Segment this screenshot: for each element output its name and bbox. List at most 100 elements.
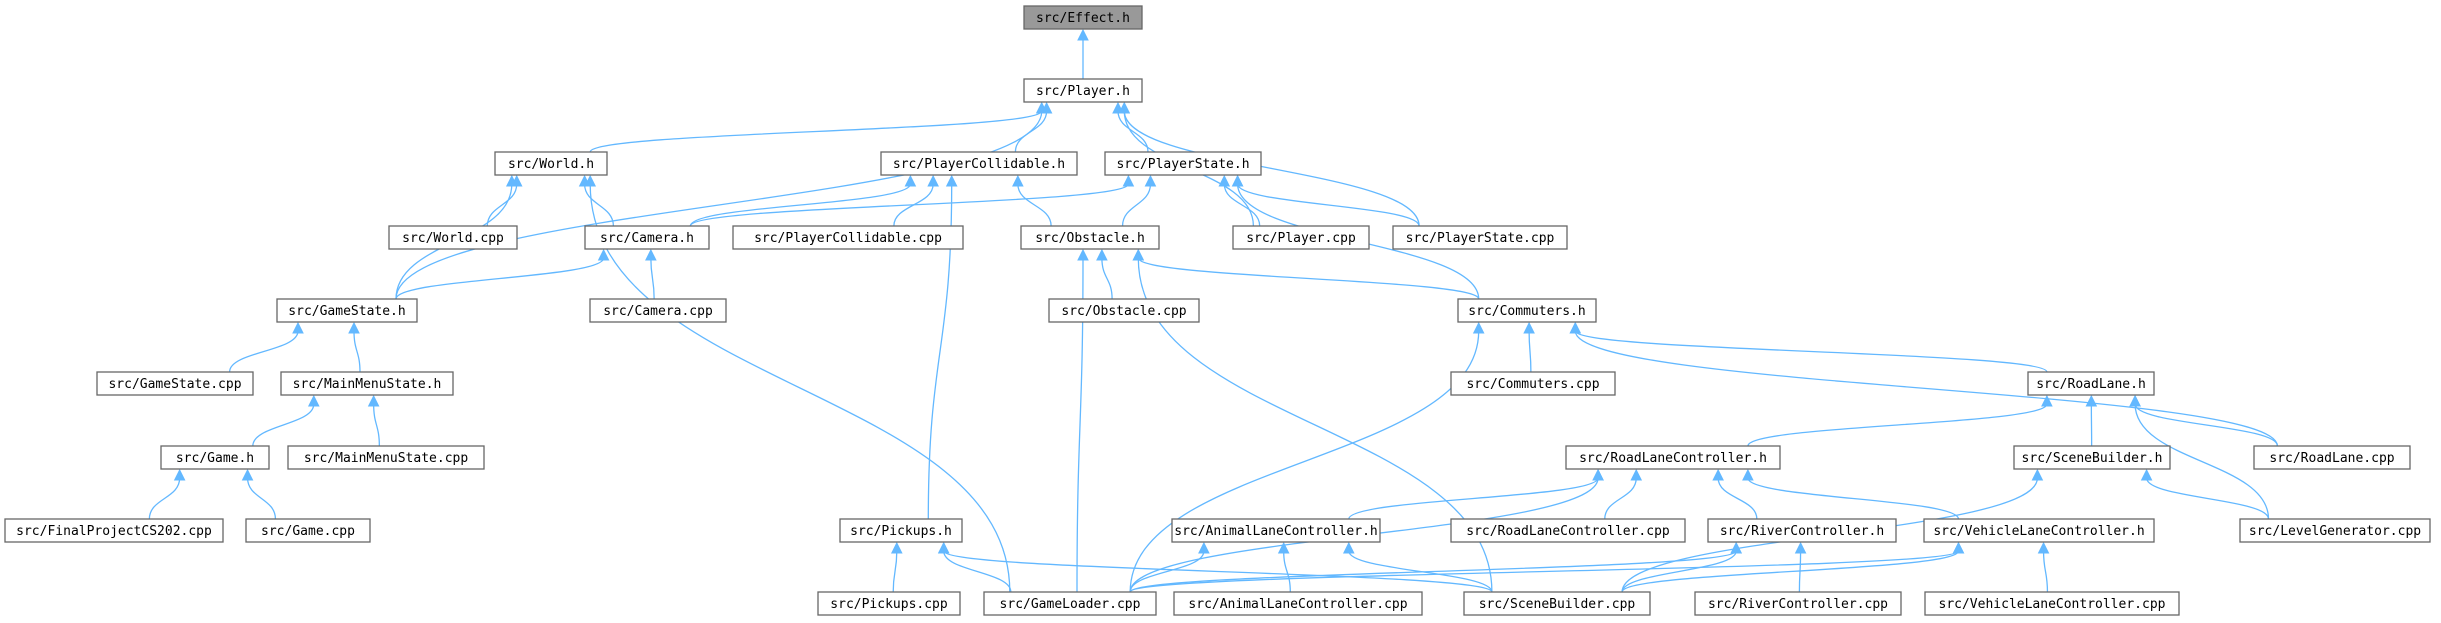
- node-box[interactable]: [1048, 298, 1200, 323]
- node-box[interactable]: [589, 298, 727, 323]
- graph-node-playerstate-h[interactable]: src/PlayerState.h: [1104, 151, 1262, 176]
- graph-node-mainmenustate-h[interactable]: src/MainMenuState.h: [280, 371, 454, 396]
- node-label: src/RiverController.h: [1720, 524, 1884, 539]
- node-box[interactable]: [1924, 591, 2180, 616]
- graph-node-commuters-cpp[interactable]: src/Commuters.cpp: [1450, 371, 1616, 396]
- node-box[interactable]: [1104, 151, 1262, 176]
- node-box[interactable]: [839, 518, 963, 543]
- node-box[interactable]: [1023, 5, 1143, 30]
- graph-node-scenebuilder-h[interactable]: src/SceneBuilder.h: [2013, 445, 2171, 470]
- node-box[interactable]: [287, 445, 485, 470]
- node-box[interactable]: [280, 371, 454, 396]
- node-box[interactable]: [96, 371, 254, 396]
- node-box[interactable]: [1450, 371, 1616, 396]
- edge-arrowhead: [2031, 468, 2044, 481]
- graph-node-pickups-h[interactable]: src/Pickups.h: [839, 518, 963, 543]
- edge-arrowhead: [1742, 468, 1754, 481]
- graph-node-obstacle-cpp[interactable]: src/Obstacle.cpp: [1048, 298, 1200, 323]
- graph-node-world-h[interactable]: src/World.h: [494, 151, 608, 176]
- graph-node-gameloader-cpp[interactable]: src/GameLoader.cpp: [983, 591, 1157, 616]
- graph-node-playerstate-cpp[interactable]: src/PlayerState.cpp: [1392, 225, 1568, 250]
- dependency-edge: [1747, 403, 2048, 447]
- graph-node-player-cpp[interactable]: src/Player.cpp: [1232, 225, 1370, 250]
- node-box[interactable]: [1463, 591, 1651, 616]
- edge-arrowhead: [1592, 468, 1604, 481]
- graph-node-world-cpp[interactable]: src/World.cpp: [388, 225, 518, 250]
- node-label: src/Obstacle.cpp: [1061, 304, 1186, 319]
- node-box[interactable]: [388, 225, 518, 250]
- graph-node-finalproject-cpp[interactable]: src/FinalProjectCS202.cpp: [4, 518, 224, 543]
- node-label: src/Camera.cpp: [603, 304, 713, 319]
- graph-node-scenebuilder-cpp[interactable]: src/SceneBuilder.cpp: [1463, 591, 1651, 616]
- graph-node-roadlane-h[interactable]: src/RoadLane.h: [2027, 371, 2155, 396]
- graph-node-mainmenustate-cpp[interactable]: src/MainMenuState.cpp: [287, 445, 485, 470]
- edge-arrowhead: [2041, 394, 2053, 407]
- node-box[interactable]: [732, 225, 964, 250]
- node-box[interactable]: [1173, 591, 1423, 616]
- node-box[interactable]: [983, 591, 1157, 616]
- node-box[interactable]: [1392, 225, 1568, 250]
- dependency-edge: [1017, 183, 1052, 227]
- graph-node-effect-h[interactable]: src/Effect.h: [1023, 5, 1143, 30]
- graph-node-commuters-h[interactable]: src/Commuters.h: [1457, 298, 1597, 323]
- dependency-edge: [148, 477, 181, 520]
- node-box[interactable]: [1923, 518, 2155, 543]
- graph-node-playercollidable-h[interactable]: src/PlayerCollidable.h: [880, 151, 1078, 176]
- graph-node-pickups-cpp[interactable]: src/Pickups.cpp: [817, 591, 961, 616]
- graph-node-gamestate-cpp[interactable]: src/GameState.cpp: [96, 371, 254, 396]
- graph-node-rivercontroller-h[interactable]: src/RiverController.h: [1707, 518, 1897, 543]
- graph-node-gamestate-h[interactable]: src/GameState.h: [276, 298, 418, 323]
- graph-node-game-h[interactable]: src/Game.h: [160, 445, 270, 470]
- edge-arrowhead: [1218, 174, 1231, 187]
- node-box[interactable]: [584, 225, 710, 250]
- node-box[interactable]: [276, 298, 418, 323]
- graph-node-roadlane-cpp[interactable]: src/RoadLane.cpp: [2253, 445, 2411, 470]
- node-box[interactable]: [2239, 518, 2431, 543]
- node-box[interactable]: [1694, 591, 1902, 616]
- node-box[interactable]: [4, 518, 224, 543]
- dependency-edge: [583, 183, 615, 227]
- graph-node-animallanecontroller-h[interactable]: src/AnimalLaneController.h: [1171, 518, 1381, 543]
- edge-arrowhead: [1794, 541, 1807, 554]
- node-box[interactable]: [245, 518, 371, 543]
- node-box[interactable]: [1707, 518, 1897, 543]
- node-box[interactable]: [880, 151, 1078, 176]
- node-box[interactable]: [2013, 445, 2171, 470]
- node-box[interactable]: [1457, 298, 1597, 323]
- graph-node-camera-cpp[interactable]: src/Camera.cpp: [589, 298, 727, 323]
- graph-node-playercollidable-cpp[interactable]: src/PlayerCollidable.cpp: [732, 225, 964, 250]
- graph-node-roadlanecontroller-h[interactable]: src/RoadLaneController.h: [1565, 445, 1781, 470]
- graph-node-rivercontroller-cpp[interactable]: src/RiverController.cpp: [1694, 591, 1902, 616]
- node-box[interactable]: [160, 445, 270, 470]
- node-label: src/PlayerState.cpp: [1406, 231, 1555, 246]
- graph-node-vehiclelanecontroller-h[interactable]: src/VehicleLaneController.h: [1923, 518, 2155, 543]
- graph-node-game-cpp[interactable]: src/Game.cpp: [245, 518, 371, 543]
- node-box[interactable]: [1232, 225, 1370, 250]
- node-box[interactable]: [1171, 518, 1381, 543]
- dependency-edge: [650, 257, 655, 300]
- graph-node-roadlanecontroller-cpp[interactable]: src/RoadLaneController.cpp: [1450, 518, 1686, 543]
- node-label: src/Obstacle.h: [1035, 231, 1145, 246]
- node-box[interactable]: [1023, 78, 1143, 103]
- node-box[interactable]: [1020, 225, 1160, 250]
- node-box[interactable]: [1450, 518, 1686, 543]
- edge-arrowhead: [945, 174, 958, 187]
- dependency-edge: [373, 403, 380, 447]
- graph-node-vehiclelanecontroller-cpp[interactable]: src/VehicleLaneController.cpp: [1924, 591, 2180, 616]
- node-box[interactable]: [2027, 371, 2155, 396]
- graph-node-animallanecontroller-cpp[interactable]: src/AnimalLaneController.cpp: [1173, 591, 1423, 616]
- graph-node-levelgenerator-cpp[interactable]: src/LevelGenerator.cpp: [2239, 518, 2431, 543]
- node-box[interactable]: [494, 151, 608, 176]
- graph-node-player-h[interactable]: src/Player.h: [1023, 78, 1143, 103]
- dependency-edge: [589, 183, 1011, 593]
- edge-arrowhead: [937, 541, 950, 554]
- graph-node-obstacle-h[interactable]: src/Obstacle.h: [1020, 225, 1160, 250]
- graph-node-camera-h[interactable]: src/Camera.h: [584, 225, 710, 250]
- node-box[interactable]: [817, 591, 961, 616]
- edge-arrowhead: [597, 248, 610, 261]
- node-label: src/Commuters.cpp: [1466, 377, 1599, 392]
- dependency-edge: [1747, 477, 1960, 520]
- node-box[interactable]: [1565, 445, 1781, 470]
- node-label: src/Pickups.h: [850, 524, 952, 539]
- node-box[interactable]: [2253, 445, 2411, 470]
